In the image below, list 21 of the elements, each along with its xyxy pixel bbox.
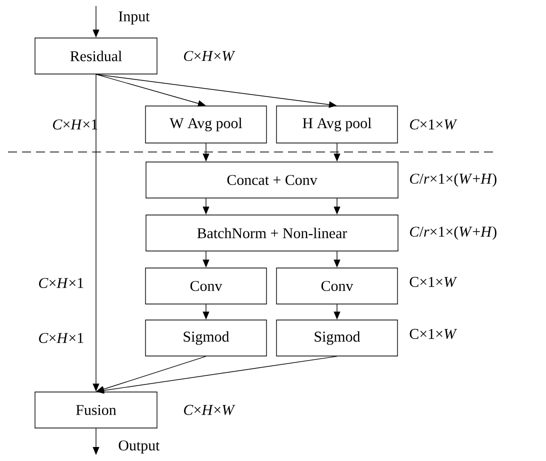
process-box: BatchNorm + Non-linear <box>146 214 398 252</box>
process-box: Conv <box>276 268 398 304</box>
dimension-label: C/r×1×(W+H) <box>410 226 496 240</box>
process-box: H Avg pool <box>276 106 398 144</box>
dimension-label: C/r×1×(W+H) <box>410 173 496 187</box>
dimension-label: C×H×W <box>184 50 236 62</box>
edge-label: Input <box>118 12 150 24</box>
dimension-label: C×1×W <box>410 328 458 340</box>
dimension-label: C×H×1 <box>39 278 84 288</box>
process-box: Sigmod <box>145 320 267 356</box>
process-box: Residual <box>34 38 158 74</box>
process-box: Fusion <box>34 392 158 428</box>
dimension-label: C×H×1 <box>39 332 84 343</box>
process-box: Concat + Conv <box>146 162 398 198</box>
process-box: Conv <box>145 268 267 304</box>
process-box: W Avg pool <box>145 106 267 144</box>
dimension-label: C×H×W <box>184 404 236 416</box>
dimension-label: C×1×W <box>410 276 458 288</box>
edge-label: Output <box>118 440 160 454</box>
dimension-label: C×1×W <box>410 119 458 130</box>
process-box: Sigmod <box>276 320 398 356</box>
